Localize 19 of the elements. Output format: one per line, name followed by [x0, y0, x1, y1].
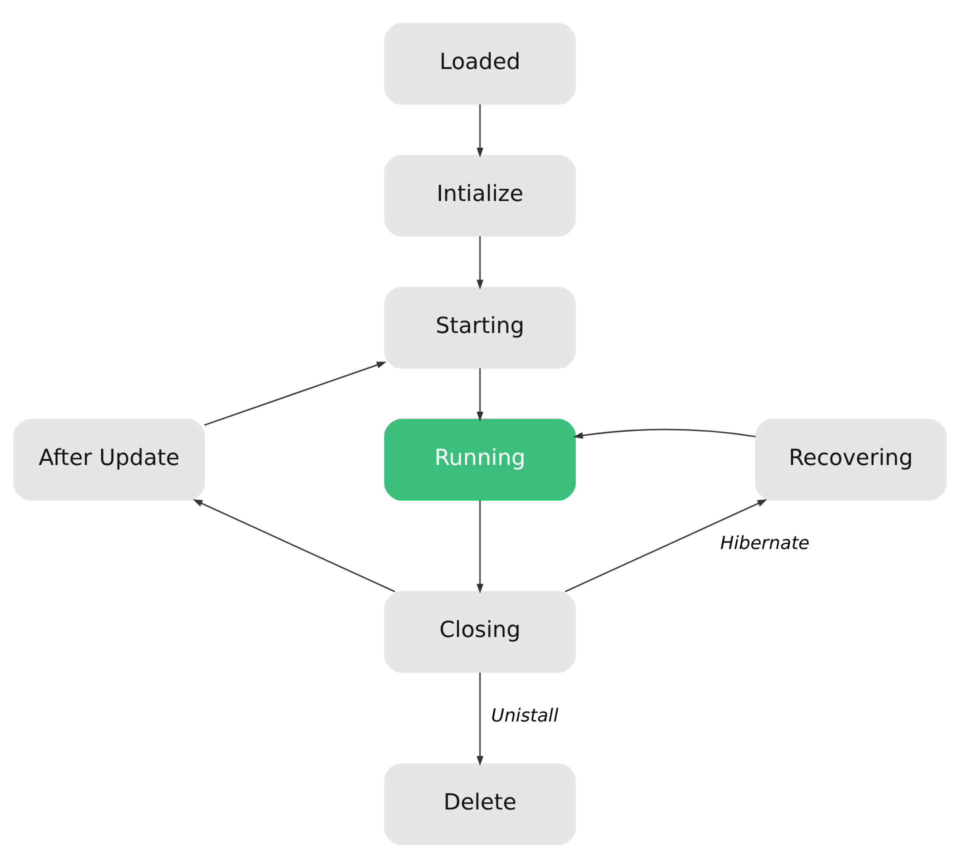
node-box: Starting [384, 286, 576, 369]
arrow [204, 362, 386, 426]
node-box: After Update [13, 418, 205, 501]
arrow [476, 500, 484, 594]
arrow [476, 368, 484, 422]
edge-label: Unistall [491, 705, 558, 726]
arrow [564, 499, 768, 592]
node-box: Delete [384, 763, 576, 846]
node-box: Recovering [755, 418, 947, 501]
node-box: Intialize [384, 154, 576, 237]
edge-label: Hibernate [720, 533, 810, 554]
arrow [476, 104, 484, 158]
arrow [192, 499, 396, 592]
node-box: Closing [384, 590, 576, 673]
arrow [573, 428, 756, 439]
arrow [476, 672, 484, 766]
node-box: Loaded [384, 22, 576, 105]
node-box: Running [384, 418, 576, 501]
arrow [476, 236, 484, 290]
